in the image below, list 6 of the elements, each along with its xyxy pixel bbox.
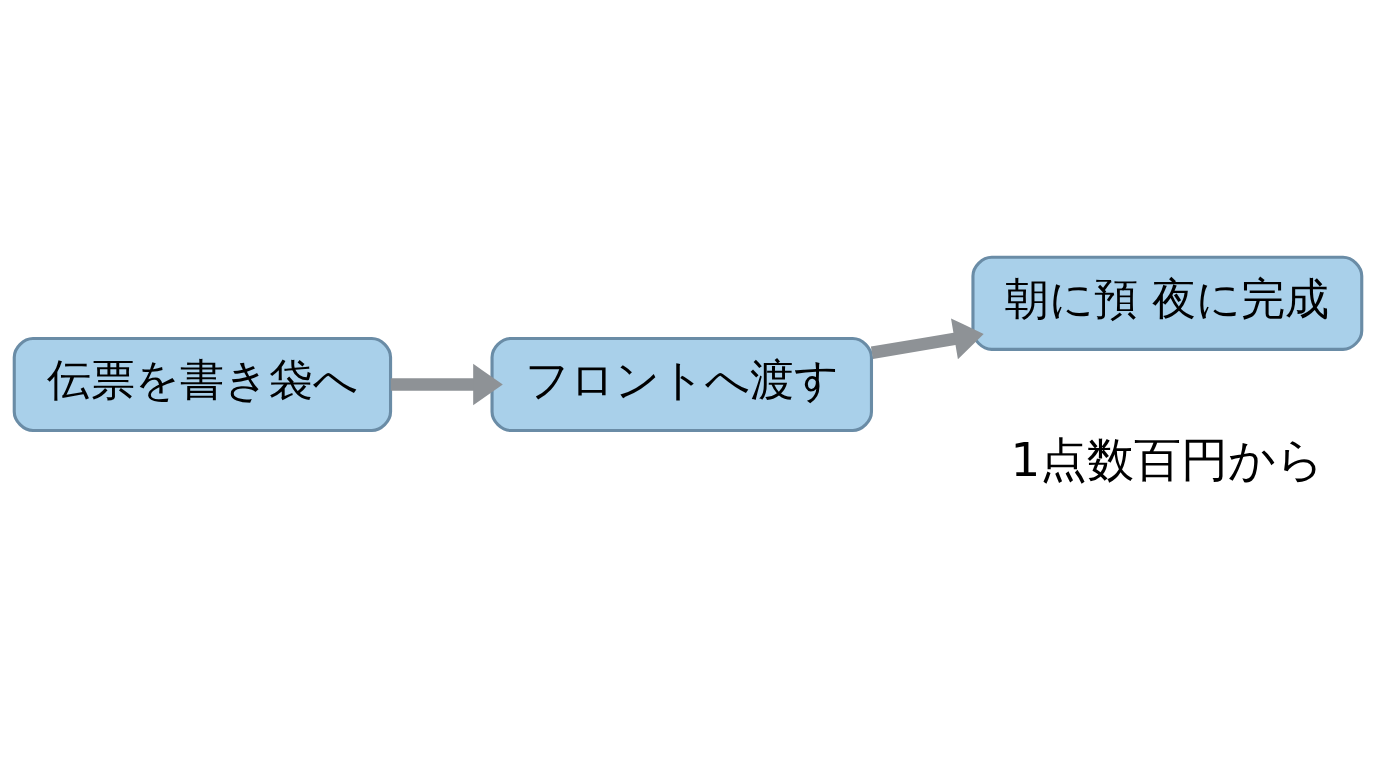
arrow — [870, 317, 984, 359]
node-box: 伝票を書き袋へ — [12, 336, 393, 432]
arrow — [390, 363, 503, 405]
label: 1点数百円から — [1010, 432, 1325, 487]
node-box: 朝に預 夜に完成 — [971, 255, 1364, 351]
node-box: フロントへ渡す — [490, 336, 873, 432]
